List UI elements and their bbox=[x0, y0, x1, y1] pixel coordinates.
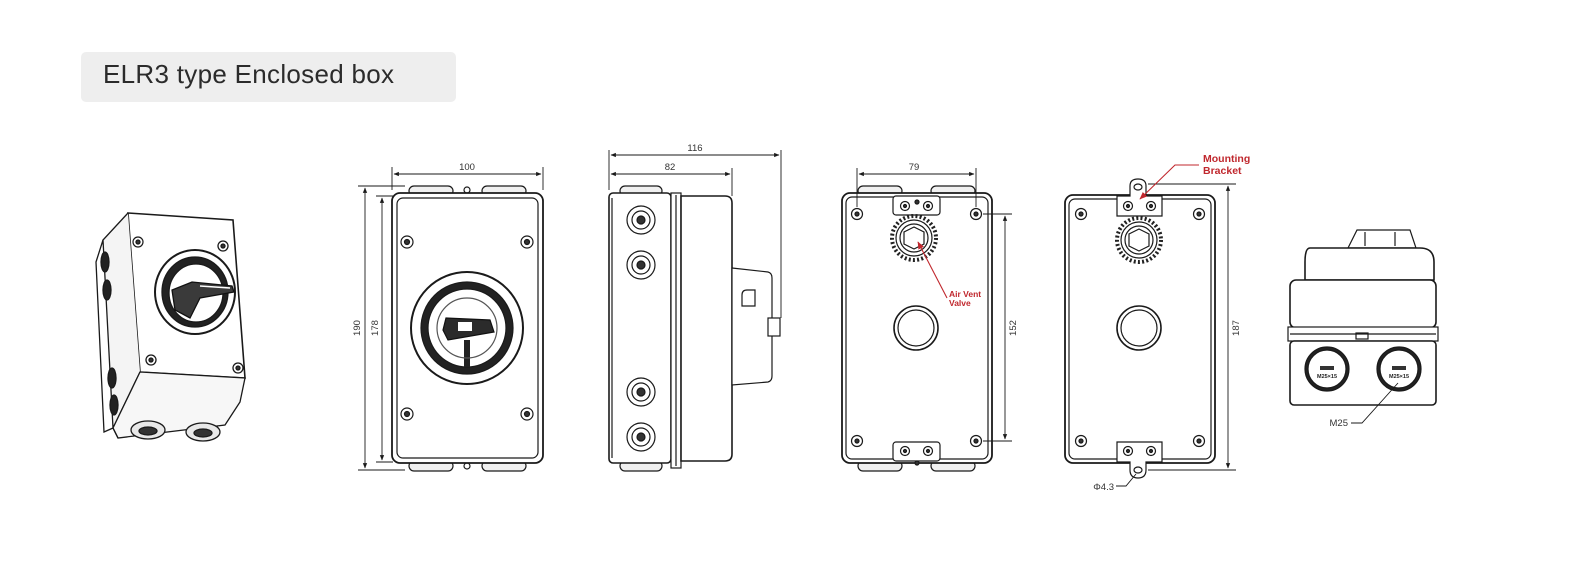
air-vent-label-1: Air Vent bbox=[949, 289, 981, 299]
bottom-view bbox=[1287, 229, 1439, 424]
isometric-view bbox=[95, 212, 246, 442]
dim-hole-spacing-h: 79 bbox=[909, 162, 920, 173]
bracket-view-dimensions bbox=[1116, 183, 1236, 487]
dim-height-overall: 187 bbox=[1231, 320, 1242, 336]
back-view-dimensions bbox=[856, 168, 1012, 442]
gland-size-label: M25 bbox=[1330, 418, 1348, 429]
side-view bbox=[608, 185, 781, 472]
dim-height-outer: 190 bbox=[352, 320, 363, 336]
front-view-dimensions bbox=[358, 167, 544, 471]
side-view-dimensions bbox=[608, 150, 782, 318]
gland-marking-right: M25×15 bbox=[1389, 374, 1409, 380]
dim-hole-spacing-v: 152 bbox=[1008, 320, 1019, 336]
title-banner: ELR3 type Enclosed box bbox=[81, 52, 456, 102]
mounting-bracket-label-1: Mounting bbox=[1203, 153, 1250, 165]
mounting-bracket-leader bbox=[1139, 164, 1199, 200]
front-view bbox=[391, 185, 544, 472]
bracket-view bbox=[1064, 178, 1216, 479]
dim-width: 100 bbox=[459, 162, 475, 173]
back-view bbox=[841, 185, 993, 472]
dim-depth-total: 116 bbox=[687, 143, 702, 154]
dim-depth-body: 82 bbox=[665, 162, 676, 173]
gland-marking-left: M25×15 bbox=[1317, 374, 1337, 380]
page-title: ELR3 type Enclosed box bbox=[103, 59, 395, 89]
air-vent-label-2: Valve bbox=[949, 298, 971, 308]
mounting-bracket-label-2: Bracket bbox=[1203, 165, 1242, 177]
air-vent-leader bbox=[917, 241, 948, 299]
dim-height-inner: 178 bbox=[370, 320, 381, 336]
dim-hole-diameter: Φ4.3 bbox=[1093, 482, 1114, 493]
